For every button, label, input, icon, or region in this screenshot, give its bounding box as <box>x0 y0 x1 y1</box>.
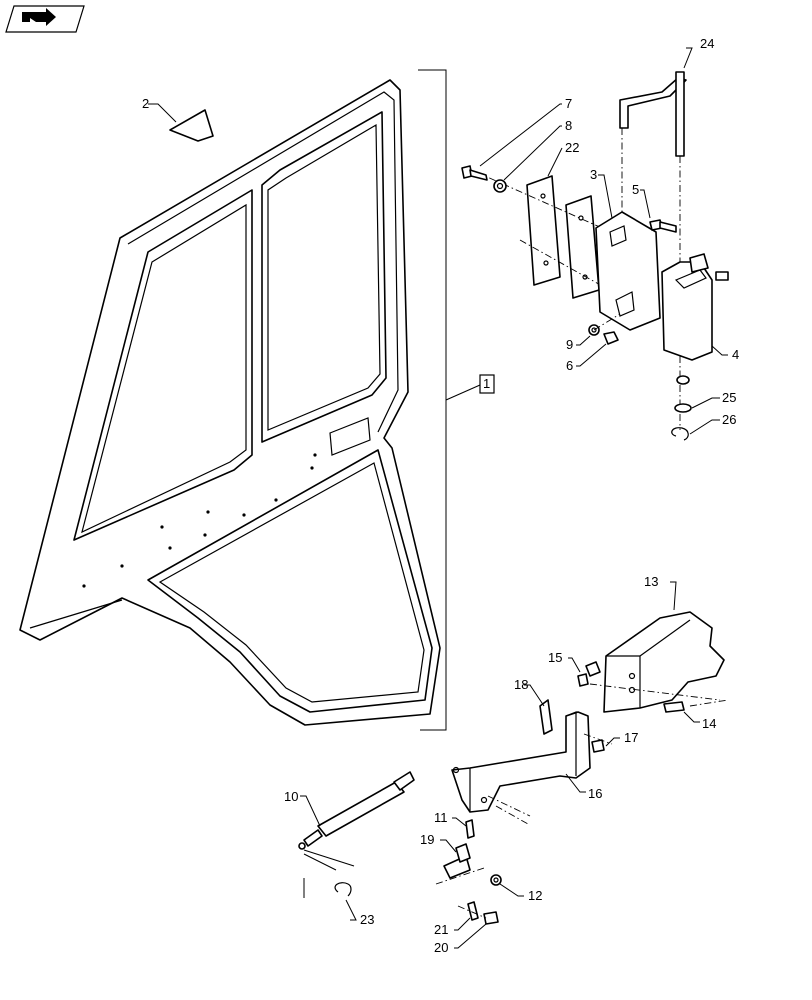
callout-14: 14 <box>702 716 716 731</box>
callout-12: 12 <box>528 888 542 903</box>
hinge-callouts: 24 7 8 22 3 5 9 6 4 25 26 <box>479 36 739 435</box>
callout-22: 22 <box>565 140 579 155</box>
callout-2: 2 <box>142 96 149 111</box>
callout-5: 5 <box>632 182 639 197</box>
next-page-arrow-icon[interactable] <box>5 5 85 33</box>
arm-assembly: 18 17 16 <box>451 677 638 825</box>
callout-26: 26 <box>722 412 736 427</box>
callout-9: 9 <box>566 337 573 352</box>
callout-19: 19 <box>420 832 434 847</box>
gas-strut-assembly: 10 23 <box>284 771 415 927</box>
callout-15: 15 <box>548 650 562 665</box>
corner-cap: 2 <box>142 96 214 142</box>
callout-16: 16 <box>588 786 602 801</box>
callout-4: 4 <box>732 347 739 362</box>
callout-23: 23 <box>360 912 374 927</box>
callout-7: 7 <box>565 96 572 111</box>
hinge-assembly <box>461 71 729 441</box>
callout-25: 25 <box>722 390 736 405</box>
cover-assembly: 13 15 14 <box>548 574 729 731</box>
callout-24: 24 <box>700 36 714 51</box>
pivot-bracket-assembly: 11 19 12 21 20 <box>420 810 542 955</box>
door-frame <box>19 79 441 726</box>
callout-8: 8 <box>565 118 572 133</box>
callout-21: 21 <box>434 922 448 937</box>
callout-20: 20 <box>434 940 448 955</box>
assembly-bracket: 1 <box>418 69 495 731</box>
callout-10: 10 <box>284 789 298 804</box>
callout-1: 1 <box>483 376 490 391</box>
callout-11: 11 <box>434 810 448 825</box>
callout-17: 17 <box>624 730 638 745</box>
callout-3: 3 <box>590 167 597 182</box>
callout-13: 13 <box>644 574 658 589</box>
callout-6: 6 <box>566 358 573 373</box>
callout-18: 18 <box>514 677 528 692</box>
